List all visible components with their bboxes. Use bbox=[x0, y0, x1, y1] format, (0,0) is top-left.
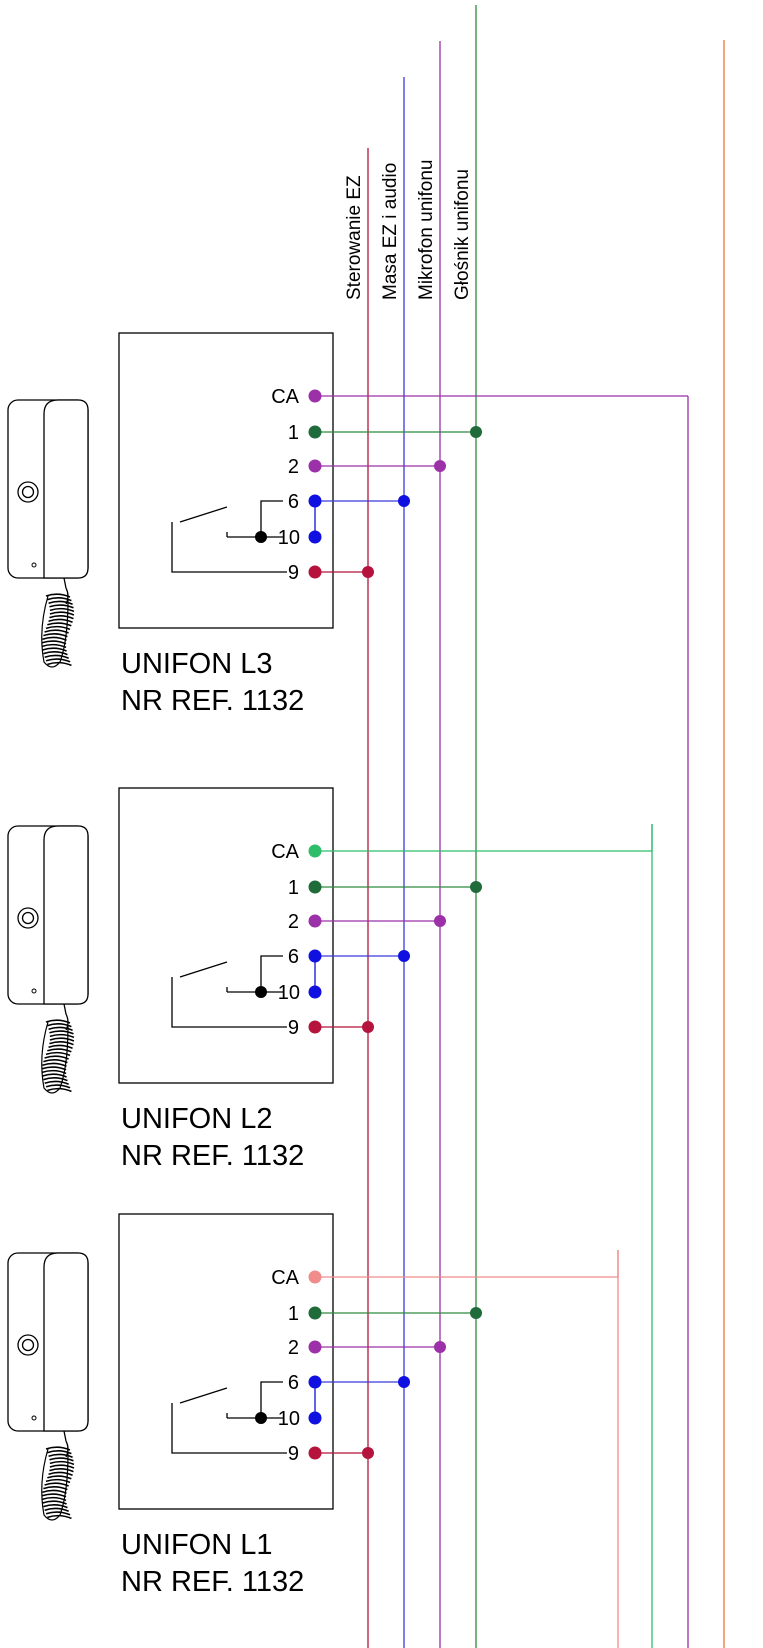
handset-icon bbox=[7, 1252, 89, 1521]
bus-junction-dot bbox=[434, 1341, 446, 1353]
terminal-label-2: 2 bbox=[288, 1337, 299, 1359]
terminal-CA-dot bbox=[308, 389, 322, 403]
unit-ref: NR REF. 1132 bbox=[121, 685, 304, 717]
terminal-9-dot bbox=[308, 565, 322, 579]
relay-wire-9 bbox=[171, 977, 287, 1028]
terminal-label-6: 6 bbox=[288, 946, 299, 968]
handset-led bbox=[31, 562, 37, 568]
bus-junction-dot bbox=[470, 881, 482, 893]
terminal-1-dot bbox=[308, 425, 322, 439]
wire-label-sterowanie: Sterowanie EZ bbox=[344, 175, 365, 300]
terminal-2-dot bbox=[308, 459, 322, 473]
unit-box bbox=[118, 1213, 334, 1510]
bus-junction-dot bbox=[362, 566, 374, 578]
handset-receiver bbox=[43, 825, 89, 1005]
relay-junction-dot bbox=[255, 986, 267, 998]
handset-led bbox=[31, 1415, 37, 1421]
terminal-label-10: 10 bbox=[278, 1408, 300, 1430]
terminal-label-1: 1 bbox=[288, 422, 299, 444]
unit-name: UNIFON L1 bbox=[121, 1529, 272, 1561]
bus-junction-dot bbox=[434, 915, 446, 927]
unit-ref: NR REF. 1132 bbox=[121, 1566, 304, 1598]
terminal-2-dot bbox=[308, 914, 322, 928]
terminal-label-9: 9 bbox=[288, 1017, 299, 1039]
relay-wire-6 bbox=[260, 1381, 283, 1418]
handset-button-outer bbox=[17, 1334, 39, 1356]
terminal-2-dot bbox=[308, 1340, 322, 1354]
bus-junction-dot bbox=[398, 950, 410, 962]
handset-button-outer bbox=[17, 907, 39, 929]
terminal-CA-dot bbox=[308, 844, 322, 858]
relay-wire-6 bbox=[260, 955, 283, 992]
terminal-9-dot bbox=[308, 1020, 322, 1034]
handset-button-outer bbox=[17, 481, 39, 503]
relay-wire-6 bbox=[260, 500, 283, 537]
handset-icon bbox=[7, 825, 89, 1094]
unit-ref: NR REF. 1132 bbox=[121, 1140, 304, 1172]
handset-button-inner bbox=[21, 1338, 35, 1352]
relay-switch-blade bbox=[179, 506, 228, 523]
terminal-label-6: 6 bbox=[288, 1372, 299, 1394]
bus-junction-dot bbox=[398, 1376, 410, 1388]
bus-junction-dot bbox=[470, 426, 482, 438]
relay-wire-9 bbox=[171, 522, 287, 573]
terminal-label-2: 2 bbox=[288, 911, 299, 933]
terminal-label-9: 9 bbox=[288, 562, 299, 584]
terminal-label-9: 9 bbox=[288, 1443, 299, 1465]
terminal-9-dot bbox=[308, 1446, 322, 1460]
handset-led bbox=[31, 988, 37, 994]
coiled-cord bbox=[41, 593, 75, 667]
ca-connection bbox=[315, 824, 653, 852]
relay-switch-blade bbox=[179, 961, 228, 978]
handset-receiver bbox=[43, 1252, 89, 1432]
terminal-CA-dot bbox=[308, 1270, 322, 1284]
relay-junction-dot bbox=[255, 1412, 267, 1424]
coiled-cord bbox=[41, 1019, 75, 1093]
relay-junction-dot bbox=[255, 531, 267, 543]
cord-outline bbox=[41, 1448, 69, 1521]
terminal-1-dot bbox=[308, 1306, 322, 1320]
bus-junction-dot bbox=[398, 495, 410, 507]
handset-icon bbox=[7, 399, 89, 668]
unit-box bbox=[118, 332, 334, 629]
bus-junction-dot bbox=[434, 460, 446, 472]
wire-label-masa: Masa EZ i audio bbox=[380, 163, 401, 300]
terminal-label-CA: CA bbox=[271, 386, 299, 408]
terminal-label-1: 1 bbox=[288, 1303, 299, 1325]
terminal-label-2: 2 bbox=[288, 456, 299, 478]
wire-label-glosnik: Głośnik unifonu bbox=[452, 169, 473, 300]
coiled-cord bbox=[41, 1446, 75, 1520]
handset-button-inner bbox=[21, 911, 35, 925]
handset-button-inner bbox=[21, 485, 35, 499]
terminal-label-6: 6 bbox=[288, 491, 299, 513]
terminal-1-dot bbox=[308, 880, 322, 894]
wire-label-mikrofon: Mikrofon unifonu bbox=[416, 160, 437, 300]
terminal-label-10: 10 bbox=[278, 527, 300, 549]
unit-name: UNIFON L3 bbox=[121, 648, 272, 680]
cord-outline bbox=[41, 1021, 69, 1094]
terminal-label-CA: CA bbox=[271, 1267, 299, 1289]
bus-junction-dot bbox=[470, 1307, 482, 1319]
unit-name: UNIFON L2 bbox=[121, 1103, 272, 1135]
bus-junction-dot bbox=[362, 1021, 374, 1033]
terminal-label-10: 10 bbox=[278, 982, 300, 1004]
handset-receiver bbox=[43, 399, 89, 579]
bus-junction-dot bbox=[362, 1447, 374, 1459]
ca-connection bbox=[315, 1250, 619, 1278]
unit-box bbox=[118, 787, 334, 1084]
relay-wire-9 bbox=[171, 1403, 287, 1454]
terminal-label-CA: CA bbox=[271, 841, 299, 863]
relay-switch-blade bbox=[179, 1387, 228, 1404]
cord-outline bbox=[41, 595, 69, 668]
terminal-label-1: 1 bbox=[288, 877, 299, 899]
